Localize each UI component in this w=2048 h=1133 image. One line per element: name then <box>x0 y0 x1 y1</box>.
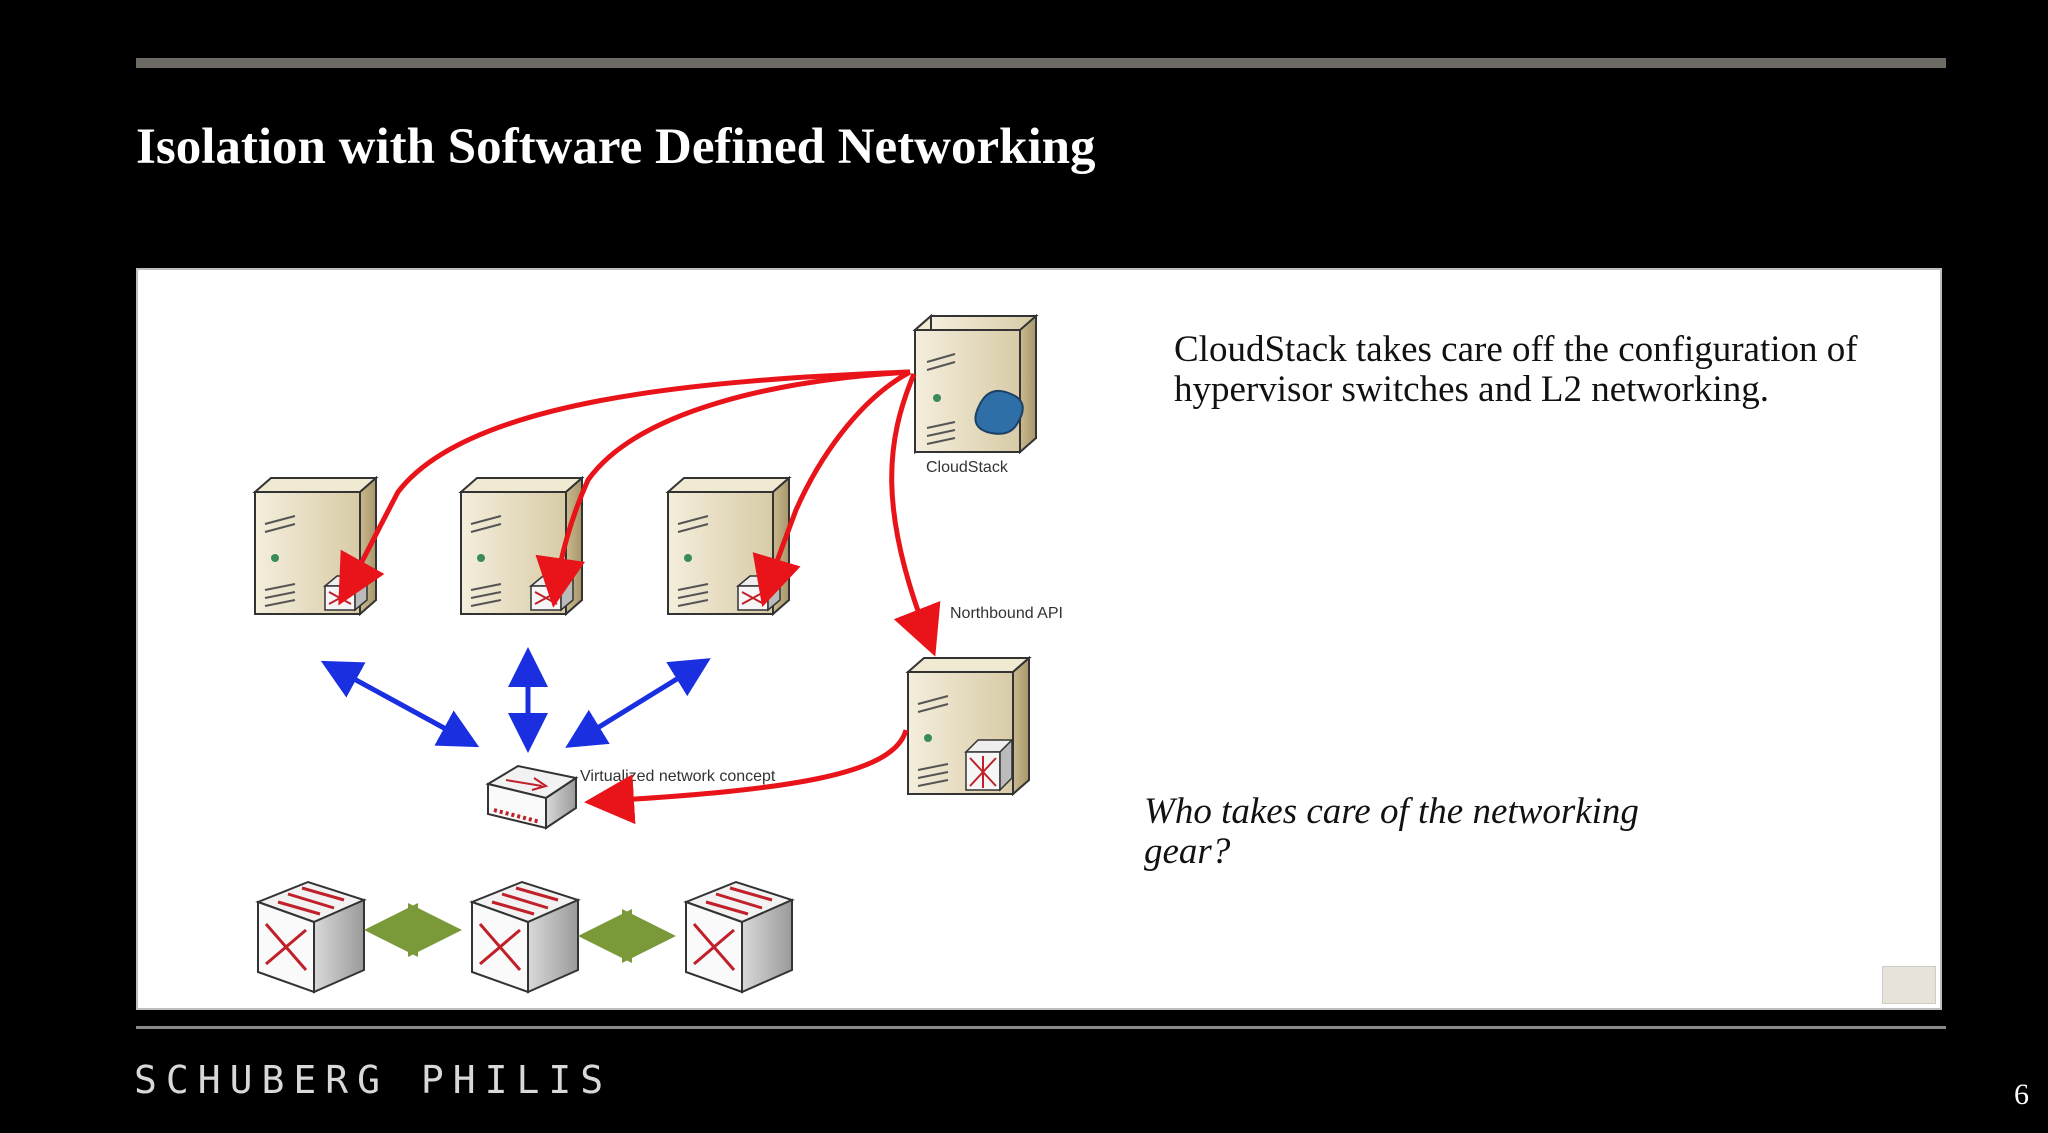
brand-logo: SCHUBERG PHILIS <box>134 1058 613 1102</box>
control-arrow-to-sdn-controller <box>889 373 941 657</box>
networking-gear-question: Who takes care of the networking gear? <box>1144 791 1639 872</box>
diagram-panel: CloudStack <box>136 268 1942 1010</box>
virtual-switch-icon <box>485 764 579 830</box>
sdn-controller-server-icon <box>905 655 1032 797</box>
control-arrow-to-hypervisor-3 <box>752 369 912 608</box>
page-number: 6 <box>2014 1078 2029 1111</box>
slide-title: Isolation with Software Defined Networki… <box>136 119 1096 175</box>
virtual-link-1 <box>320 660 480 748</box>
physical-switch-icon-1 <box>255 880 367 994</box>
top-rule <box>136 58 1946 68</box>
control-arrow-to-hypervisor-2 <box>535 369 911 608</box>
physical-switch-icon-2 <box>469 880 581 994</box>
slide: Isolation with Software Defined Networki… <box>18 0 2032 1133</box>
hypervisor-server-icon-3 <box>665 475 792 617</box>
cloudstack-server-icon <box>912 313 1039 455</box>
control-arrow-to-virtual-switch <box>584 729 909 825</box>
virtual-links <box>320 647 711 753</box>
control-arrow-to-hypervisor-1 <box>338 369 911 606</box>
hypervisor-server-icon-1 <box>252 475 379 617</box>
bottom-rule <box>136 1026 1946 1029</box>
northbound-api-label: Northbound API <box>950 605 1063 622</box>
network-diagram: CloudStack <box>252 313 1063 994</box>
cloudstack-note: CloudStack takes care off the configurat… <box>1174 329 1858 410</box>
virtual-link-3 <box>565 658 711 748</box>
physical-links <box>364 903 676 963</box>
control-arrows <box>338 369 941 825</box>
physical-switch-icon-3 <box>683 880 795 994</box>
presenter-thumbnail <box>1882 966 1936 1004</box>
cloudstack-label: CloudStack <box>926 459 1009 476</box>
virtualized-network-label: Virtualized network concept <box>580 768 776 785</box>
